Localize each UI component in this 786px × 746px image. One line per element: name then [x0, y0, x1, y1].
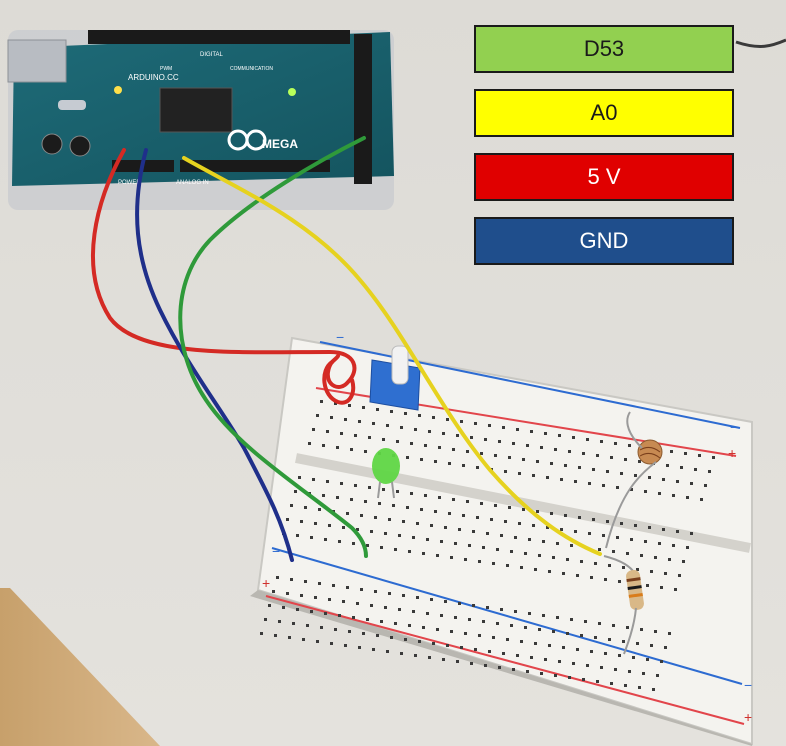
legend-d53-label: D53 — [583, 36, 625, 61]
background-cable — [735, 38, 786, 48]
digital-header-right — [354, 34, 372, 184]
red-wire-5v — [91, 148, 357, 389]
wooden-table-edge — [0, 588, 160, 746]
header-label-analog: ANALOG IN — [176, 180, 209, 186]
legend-gnd-label: GND — [579, 228, 629, 253]
crystal — [58, 100, 86, 110]
arduino-logo-2 — [245, 129, 267, 151]
rail-minus-bottom: − — [744, 677, 752, 693]
rail-plus-left: + — [262, 575, 270, 591]
yellow-wire-a0 — [182, 156, 602, 556]
header-label-digital: DIGITAL — [200, 52, 224, 58]
arduino-mega-board: ARDUINO.CC MEGA DIGITAL COMMUNICATION PW… — [7, 30, 394, 186]
blue-wire-gnd — [135, 148, 294, 562]
capacitor-2 — [69, 135, 91, 157]
rail-plus-top: + — [728, 445, 736, 461]
legend-a0: A0 — [474, 89, 734, 137]
rail-plus-bottom: + — [744, 709, 752, 725]
header-label-pwm: PWM — [160, 66, 172, 72]
bottom-rail-blue-line — [271, 547, 743, 685]
microcontroller-chip — [159, 87, 233, 133]
top-rail-blue-line — [319, 341, 741, 429]
rail-minus-left: − — [272, 543, 280, 559]
legend-5v-label: 5 V — [587, 164, 621, 189]
board-name: MEGA — [262, 137, 298, 151]
header-label-power: POWER — [118, 180, 141, 186]
usb-connector — [7, 39, 67, 83]
legend-gnd: GND — [474, 217, 734, 265]
power-led — [114, 86, 122, 94]
board-brand: ARDUINO.CC — [128, 73, 179, 82]
header-label-communication: COMMUNICATION — [230, 66, 273, 72]
green-wire-d53 — [178, 136, 368, 558]
resistor — [603, 555, 644, 655]
pin13-led — [288, 88, 296, 96]
potentiometer — [369, 345, 421, 411]
digital-header-top — [88, 30, 350, 44]
analog-header — [180, 160, 330, 172]
legend-5v: 5 V — [474, 153, 734, 201]
legend-a0-label: A0 — [590, 100, 618, 125]
photoresistor — [605, 411, 663, 549]
legend-d53: D53 — [474, 25, 734, 73]
capacitor-1 — [41, 133, 63, 155]
potentiometer-knob — [391, 345, 409, 385]
rail-minus-top-left: − — [336, 329, 344, 345]
rail-minus-top: − — [730, 419, 738, 435]
red-wire-jumper — [322, 360, 356, 405]
green-led — [372, 448, 400, 499]
bottom-rail-red-line — [265, 595, 745, 725]
